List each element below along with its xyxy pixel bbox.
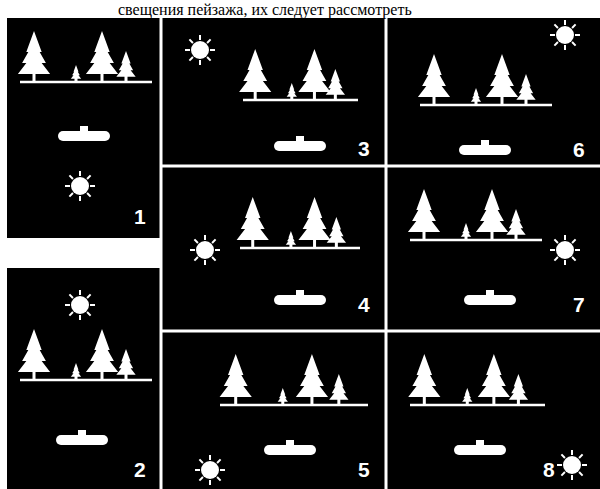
panel-scene [185,35,358,151]
sun-symbol [65,290,95,320]
panel-scene [418,20,580,155]
panel-number: 2 [134,458,146,482]
panel-scene [18,290,152,445]
horizon-line [410,239,542,242]
panel-scene [408,189,580,305]
tree-symbol [408,189,440,239]
panel-scene [195,354,368,485]
sun-symbol [185,35,215,65]
page-gap [0,238,161,268]
panel-number: 7 [573,293,585,317]
tree-symbol [461,223,471,239]
tree-symbol [476,189,508,239]
submarine-symbol [264,440,316,455]
tree-symbol [298,49,330,99]
panel-number: 8 [543,458,555,482]
horizon-line [240,247,360,250]
tree-symbol [418,54,450,104]
panel-number: 3 [358,137,370,161]
submarine-symbol [274,290,326,305]
panel-separator [385,18,388,489]
sun-symbol [550,20,580,50]
tree-symbol [326,69,345,99]
panel-separator [161,165,600,168]
page-strip [0,0,600,18]
page-text: свещения пейзажа, их следует рассмотреть [118,1,412,19]
tree-symbol [287,83,297,99]
submarine-symbol [459,140,511,155]
panel-number: 1 [134,205,146,229]
submarine-symbol [274,136,326,151]
page-margin [0,18,7,489]
tree-symbol [516,74,535,104]
tree-symbol [116,51,135,81]
tree-symbol [471,88,481,104]
submarine-symbol [454,440,506,455]
tree-symbol [71,363,81,379]
tree-symbol [86,31,118,81]
tree-symbol [18,329,50,379]
horizon-line [243,99,358,102]
tree-symbol [239,49,271,99]
panel-number: 4 [358,293,370,317]
tree-symbol [18,31,50,81]
tree-symbol [71,65,81,81]
horizon-line [20,81,152,84]
submarine-symbol [56,430,108,445]
horizon-line [410,404,545,407]
tree-symbol [462,388,472,404]
tree-symbol [237,197,269,247]
sun-symbol [550,235,580,265]
tree-symbol [278,388,288,404]
submarine-symbol [464,290,516,305]
tree-symbol [286,231,296,247]
panel-number: 5 [358,458,370,482]
tree-symbol [298,197,330,247]
horizon-line [20,379,152,382]
horizon-line [220,404,368,407]
panel-scene [190,197,360,305]
sun-symbol [195,455,225,485]
panel-scene [408,354,587,480]
tree-symbol [408,354,440,404]
tree-symbol [86,329,118,379]
panel-number: 6 [573,138,585,162]
tree-symbol [327,217,346,247]
submarine-symbol [58,126,110,141]
sun-symbol [65,171,95,201]
tree-symbol [116,349,135,379]
panel-separator [161,330,600,333]
tree-symbol [329,374,348,404]
tree-symbol [296,354,328,404]
panel-separator [160,18,163,489]
tree-symbol [486,54,518,104]
sun-symbol [557,450,587,480]
tree-symbol [220,354,252,404]
tree-symbol [506,209,525,239]
tree-symbol [509,374,528,404]
horizon-line [420,104,552,107]
sun-symbol [190,235,220,265]
tree-symbol [478,354,510,404]
panel-scene [18,31,152,201]
